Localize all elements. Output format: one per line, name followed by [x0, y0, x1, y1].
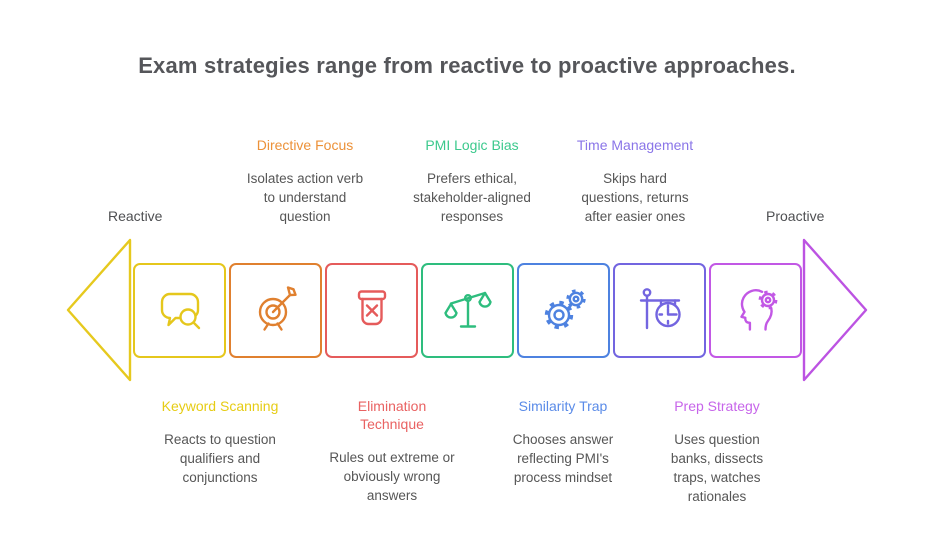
balance-scale-icon [440, 280, 496, 341]
callout-keyword-scanning: Keyword Scanning Reacts to question qual… [135, 397, 305, 487]
station-clock-icon [632, 280, 688, 341]
callout-prep-strategy: Prep Strategy Uses question banks, disse… [632, 397, 802, 506]
strategy-box-time-management [613, 263, 706, 358]
gears-icon [536, 280, 592, 341]
callout-description: Chooses answer reflecting PMI's process … [512, 432, 614, 485]
callout-description: Uses question banks, dissects traps, wat… [670, 432, 764, 504]
strategy-box-directive-focus [229, 263, 322, 358]
head-gear-icon [728, 280, 784, 341]
strategy-box-similarity-trap [517, 263, 610, 358]
callout-description: Reacts to question qualifiers and conjun… [164, 432, 276, 485]
strategy-box-pmi-logic-bias [421, 263, 514, 358]
callout-title: Time Management [576, 137, 694, 153]
proactive-label: Proactive [766, 208, 825, 224]
callout-title: Elimination Technique [357, 398, 427, 432]
target-dart-icon [248, 280, 304, 341]
callout-description: Isolates action verb to understand quest… [246, 171, 364, 224]
callout-title: Keyword Scanning [161, 398, 279, 414]
callout-description: Rules out extreme or obviously wrong ans… [329, 450, 455, 503]
callout-pmi-logic-bias: PMI Logic Bias Prefers ethical, stakehol… [387, 136, 557, 226]
callout-title: PMI Logic Bias [425, 137, 519, 153]
callout-time-management: Time Management Skips hard questions, re… [550, 136, 720, 226]
page-title: Exam strategies range from reactive to p… [138, 53, 796, 78]
strategy-box-prep-strategy [709, 263, 802, 358]
callout-description: Skips hard questions, returns after easi… [581, 171, 689, 224]
callout-directive-focus: Directive Focus Isolates action verb to … [220, 136, 390, 226]
callout-title: Similarity Trap [518, 398, 608, 414]
callout-elimination-technique: Elimination Technique Rules out extreme … [307, 397, 477, 505]
chat-search-icon [152, 280, 208, 341]
callout-title: Directive Focus [256, 137, 354, 153]
right-arrow-icon [800, 235, 870, 390]
callout-title: Prep Strategy [674, 398, 760, 414]
reactive-label: Reactive [108, 208, 163, 224]
strategy-box-elimination-technique [325, 263, 418, 358]
strategy-box-keyword-scanning [133, 263, 226, 358]
bin-x-icon [344, 280, 400, 341]
left-arrow-icon [64, 235, 134, 390]
callout-similarity-trap: Similarity Trap Chooses answer reflectin… [478, 397, 648, 487]
callout-description: Prefers ethical, stakeholder-aligned res… [413, 171, 531, 224]
